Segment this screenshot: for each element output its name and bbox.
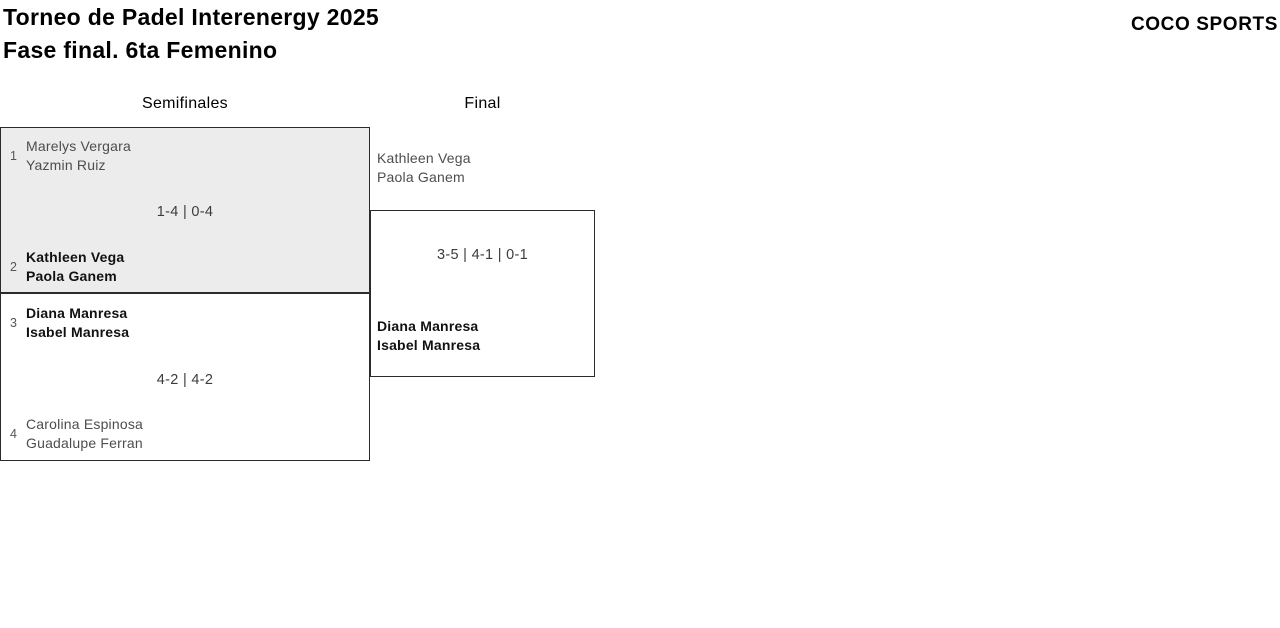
final-team-bottom: Diana Manresa Isabel Manresa (377, 317, 480, 355)
player-name: Guadalupe Ferran (26, 435, 143, 451)
match-card-semifinal-1[interactable]: 1 Marelys Vergara Yazmin Ruiz 1-4 | 0-4 … (0, 127, 370, 293)
player-name: Kathleen Vega (377, 150, 471, 166)
seed-number: 3 (10, 316, 17, 330)
seed-number: 1 (10, 149, 17, 163)
brand-logo: COCO SPORTS (1130, 14, 1278, 35)
team-players: Marelys Vergara Yazmin Ruiz (26, 137, 131, 175)
match-score: 1-4 | 0-4 (156, 204, 214, 220)
player-name: Diana Manresa (26, 305, 128, 321)
final-match-box[interactable] (370, 210, 595, 377)
seed-number: 4 (10, 427, 17, 441)
final-team-top: Kathleen Vega Paola Ganem (377, 149, 471, 187)
page-title: Torneo de Padel Interenergy 2025 Fase fi… (3, 1, 379, 67)
player-name: Isabel Manresa (377, 337, 481, 353)
team-players: Diana Manresa Isabel Manresa (26, 304, 129, 342)
match-score: 3-5 | 4-1 | 0-1 (436, 247, 529, 263)
player-name: Isabel Manresa (26, 324, 130, 340)
player-name: Paola Ganem (377, 169, 465, 185)
team-row: 2 Kathleen Vega Paola Ganem (1, 248, 361, 286)
round-header-semifinales: Semifinales (141, 95, 228, 112)
team-row: 1 Marelys Vergara Yazmin Ruiz (1, 137, 361, 175)
player-name: Paola Ganem (26, 268, 117, 284)
match-score: 4-2 | 4-2 (156, 372, 214, 388)
player-name: Diana Manresa (377, 318, 479, 334)
player-name: Marelys Vergara (26, 138, 131, 154)
match-card-semifinal-2[interactable]: 3 Diana Manresa Isabel Manresa 4-2 | 4-2… (0, 293, 370, 461)
seed-number: 2 (10, 260, 17, 274)
team-players: Carolina Espinosa Guadalupe Ferran (26, 415, 143, 453)
team-row: 4 Carolina Espinosa Guadalupe Ferran (1, 415, 361, 453)
tournament-title: Torneo de Padel Interenergy 2025 (3, 4, 380, 30)
team-players: Kathleen Vega Paola Ganem (26, 248, 124, 286)
player-name: Yazmin Ruiz (26, 157, 106, 173)
player-name: Kathleen Vega (26, 249, 125, 265)
player-name: Carolina Espinosa (26, 416, 144, 432)
tournament-subtitle: Fase final. 6ta Femenino (3, 37, 278, 63)
team-row: 3 Diana Manresa Isabel Manresa (1, 304, 361, 342)
round-header-final: Final (464, 95, 501, 112)
